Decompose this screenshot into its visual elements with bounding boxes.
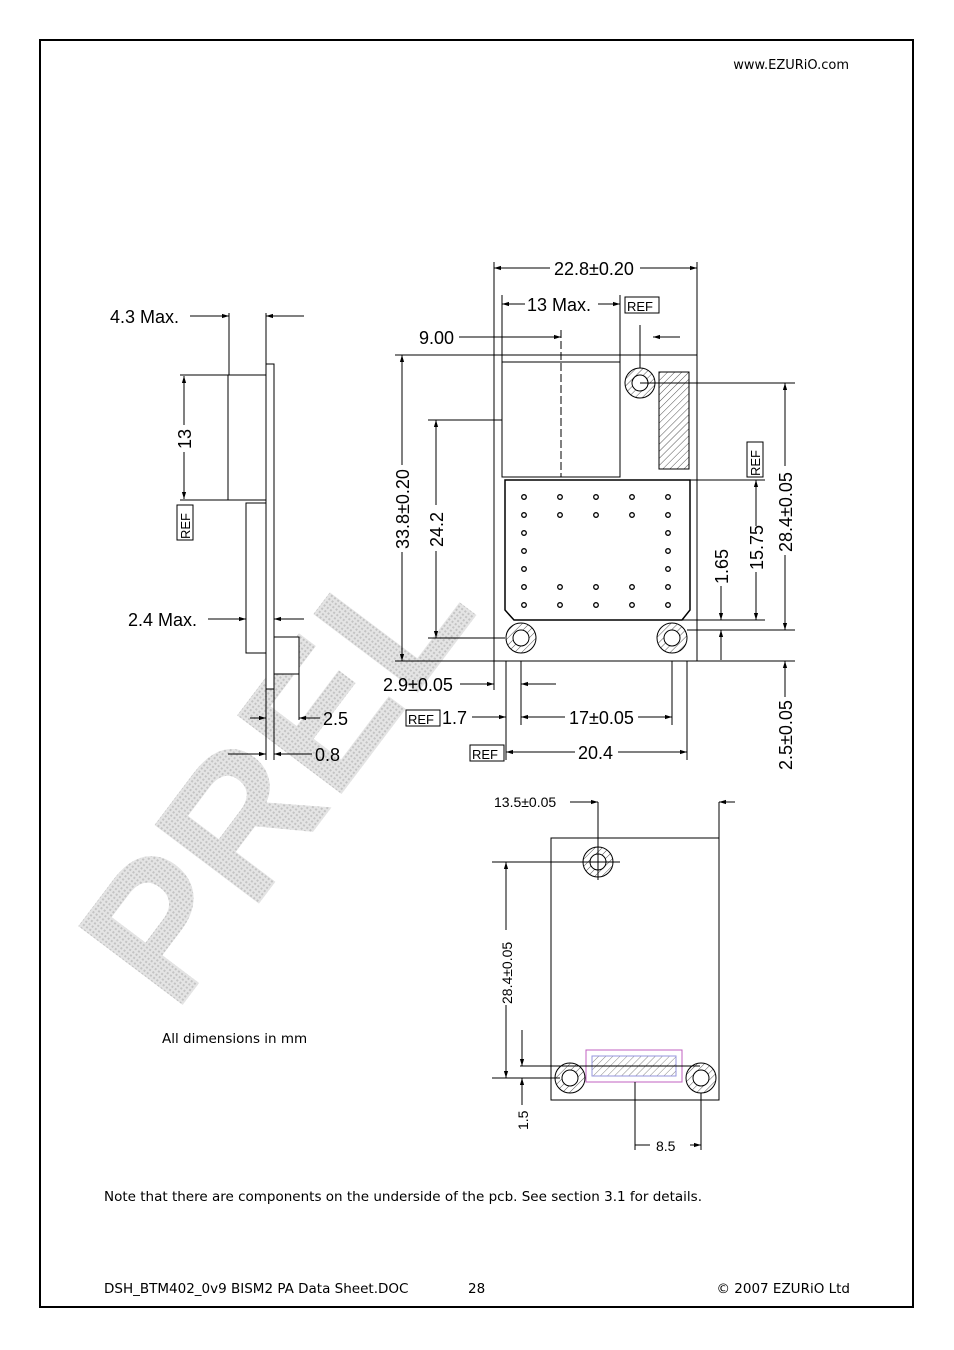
top-h28-label: 28.4±0.05 [776,472,796,552]
page-frame [39,39,914,1308]
top-y25-label: 2.5±0.05 [776,700,796,770]
top-height-label: 33.8±0.20 [393,469,413,549]
top-width-label: 22.8±0.20 [554,259,634,279]
side-d1-label: 2.5 [323,709,348,729]
dimensions-note: All dimensions in mm [162,1031,308,1047]
top-x204-label: 20.4 [578,743,613,763]
side-d2-label: 0.8 [315,745,340,765]
top-ref-x204-label: REF [472,747,498,762]
bottom-view [492,799,735,1150]
footer-doc-name: DSH_BTM402_0v9 BISM2 PA Data Sheet.DOC [104,1281,409,1297]
footer-copyright: © 2007 EZURiO Ltd [716,1281,850,1297]
side-height-label: 13 [175,429,195,449]
top-ref-side-label: REF [748,450,763,476]
top-ref-label: REF [627,299,653,314]
top-h24-label: 24.2 [427,512,447,547]
top-nine-label: 9.00 [419,328,454,348]
underside-note: Note that there are components on the un… [104,1189,702,1205]
top-x29-label: 2.9±0.05 [383,675,453,695]
top-x17ref-label: 1.7 [442,708,467,728]
top-ref-x17-label: REF [408,712,434,727]
top-h165-label: 1.65 [712,549,732,584]
bottom-h15-label: 1.5 [515,1110,531,1130]
top-view [395,262,795,760]
top-h1575-label: 15.75 [747,525,767,570]
header-url[interactable]: www.EZURiO.com [733,58,849,73]
bottom-w85-label: 8.5 [656,1138,676,1154]
bottom-x135-label: 13.5±0.05 [494,794,556,810]
side-ref-label: REF [178,513,193,539]
side-view [180,313,320,760]
side-max-top-label: 4.3 Max. [110,307,179,327]
bottom-h284-label: 28.4±0.05 [499,942,515,1004]
watermark: PREL [38,507,512,1039]
pad-grid [521,494,671,608]
top-max13-label: 13 Max. [527,295,591,315]
top-x17-label: 17±0.05 [569,708,634,728]
footer-page-number: 28 [468,1281,486,1297]
side-max-mid-label: 2.4 Max. [128,610,197,630]
